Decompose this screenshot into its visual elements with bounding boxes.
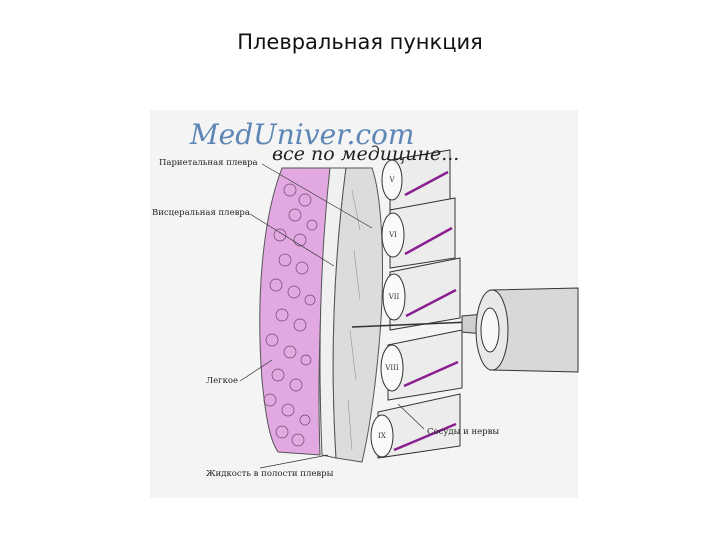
- rib-8: [380, 329, 463, 401]
- rib-label-ix: IX: [378, 432, 386, 440]
- label-parietal-pleura: Париетальная плевра: [159, 158, 258, 168]
- watermark-brand: MedUniver.com: [189, 118, 414, 151]
- ribs: [370, 149, 463, 459]
- watermark-tagline: все по медицине...: [272, 143, 459, 165]
- syringe-needle: [351, 321, 471, 328]
- lung-alveoli-pattern: [263, 183, 318, 447]
- slide-title: Плевральная пункция: [237, 30, 483, 54]
- rib-9: [370, 393, 461, 459]
- rib-label-vi: VI: [388, 231, 397, 239]
- rib-6: [381, 197, 456, 269]
- rib-label-viii: VIII: [384, 364, 399, 372]
- rib-7: [382, 257, 461, 331]
- rib-label-v: V: [388, 176, 395, 184]
- syringe: [351, 287, 579, 373]
- label-pleural-fluid: Жидкость в полости плевры: [206, 469, 334, 479]
- label-lung: Легкое: [206, 376, 238, 386]
- rib-label-vii: VII: [388, 293, 400, 301]
- label-vessels-nerves: Сосуды и нервы: [427, 427, 499, 437]
- chest-wall: [332, 167, 384, 463]
- label-leader-lines: [239, 163, 425, 469]
- lung-tissue: [259, 167, 331, 456]
- chest-wall-hatching: [347, 189, 361, 451]
- label-visceral-pleura: Висцеральная плевра: [152, 208, 250, 218]
